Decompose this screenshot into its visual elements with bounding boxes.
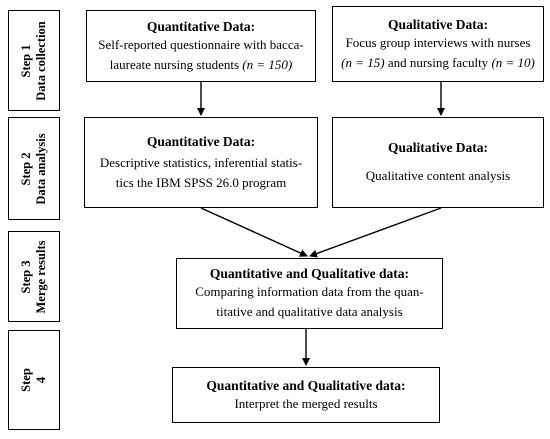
text-line: Descriptive statistics, inferential stat… — [99, 154, 303, 170]
box-title: Quantitative and Qualitative data: — [209, 266, 410, 281]
qualitative-analysis-box: Qualitative Data: Qualitative content an… — [332, 117, 544, 208]
step-1-label: Step 1 Data collection — [8, 10, 60, 111]
step-2-label: Step 2 Data analysis — [8, 117, 60, 220]
box-text: Self-reported questionnaire with bacca- … — [98, 35, 303, 75]
sample-size: (n = 10) — [491, 54, 535, 70]
sample-size: (n = 150) — [242, 56, 293, 72]
box-text: Descriptive statistics, inferential stat… — [100, 153, 302, 193]
text-line: Comparing information data from the quan… — [195, 284, 424, 299]
interpret-results-box: Quantitative and Qualitative data: Inter… — [172, 367, 440, 423]
box-text: Focus group interviews with nurses (n = … — [341, 33, 535, 73]
sample-size: (n = 15) — [341, 54, 385, 70]
text-line: laureate nursing students — [109, 56, 243, 72]
box-title: Qualitative Data: — [387, 140, 489, 155]
qualitative-collection-box: Qualitative Data: Focus group interviews… — [332, 6, 544, 82]
box-title: Quantitative and Qualitative data: — [206, 377, 406, 393]
box-title: Qualitative Data: — [387, 16, 489, 32]
text-line: Self-reported questionnaire with bacca- — [98, 36, 304, 52]
step-3-label: Step 3 Merge results — [8, 231, 60, 322]
text-line: titative and qualitative data analysis — [216, 304, 403, 319]
box-title: Quantitative Data: — [146, 133, 256, 149]
box-title: Quantitative Data: — [146, 18, 256, 34]
box-text: Qualitative content analysis — [365, 168, 511, 183]
step-4-label: Step 4 — [8, 330, 60, 430]
text-line: tics the IBM SPSS 26.0 program — [115, 174, 287, 190]
quantitative-analysis-box: Quantitative Data: Descriptive statistic… — [84, 117, 318, 208]
text-line: and nursing faculty — [384, 54, 492, 70]
text-line: Focus group interviews with nurses — [345, 34, 531, 50]
quantitative-collection-box: Quantitative Data: Self-reported questio… — [86, 10, 316, 82]
arrow-qual-analysis-to-merge — [309, 207, 442, 258]
arrow-quant-analysis-to-merge — [200, 207, 308, 257]
box-text: Comparing information data from the quan… — [195, 282, 424, 322]
merge-results-box: Quantitative and Qualitative data: Compa… — [176, 258, 443, 329]
box-text: Interpret the merged results — [234, 395, 378, 411]
